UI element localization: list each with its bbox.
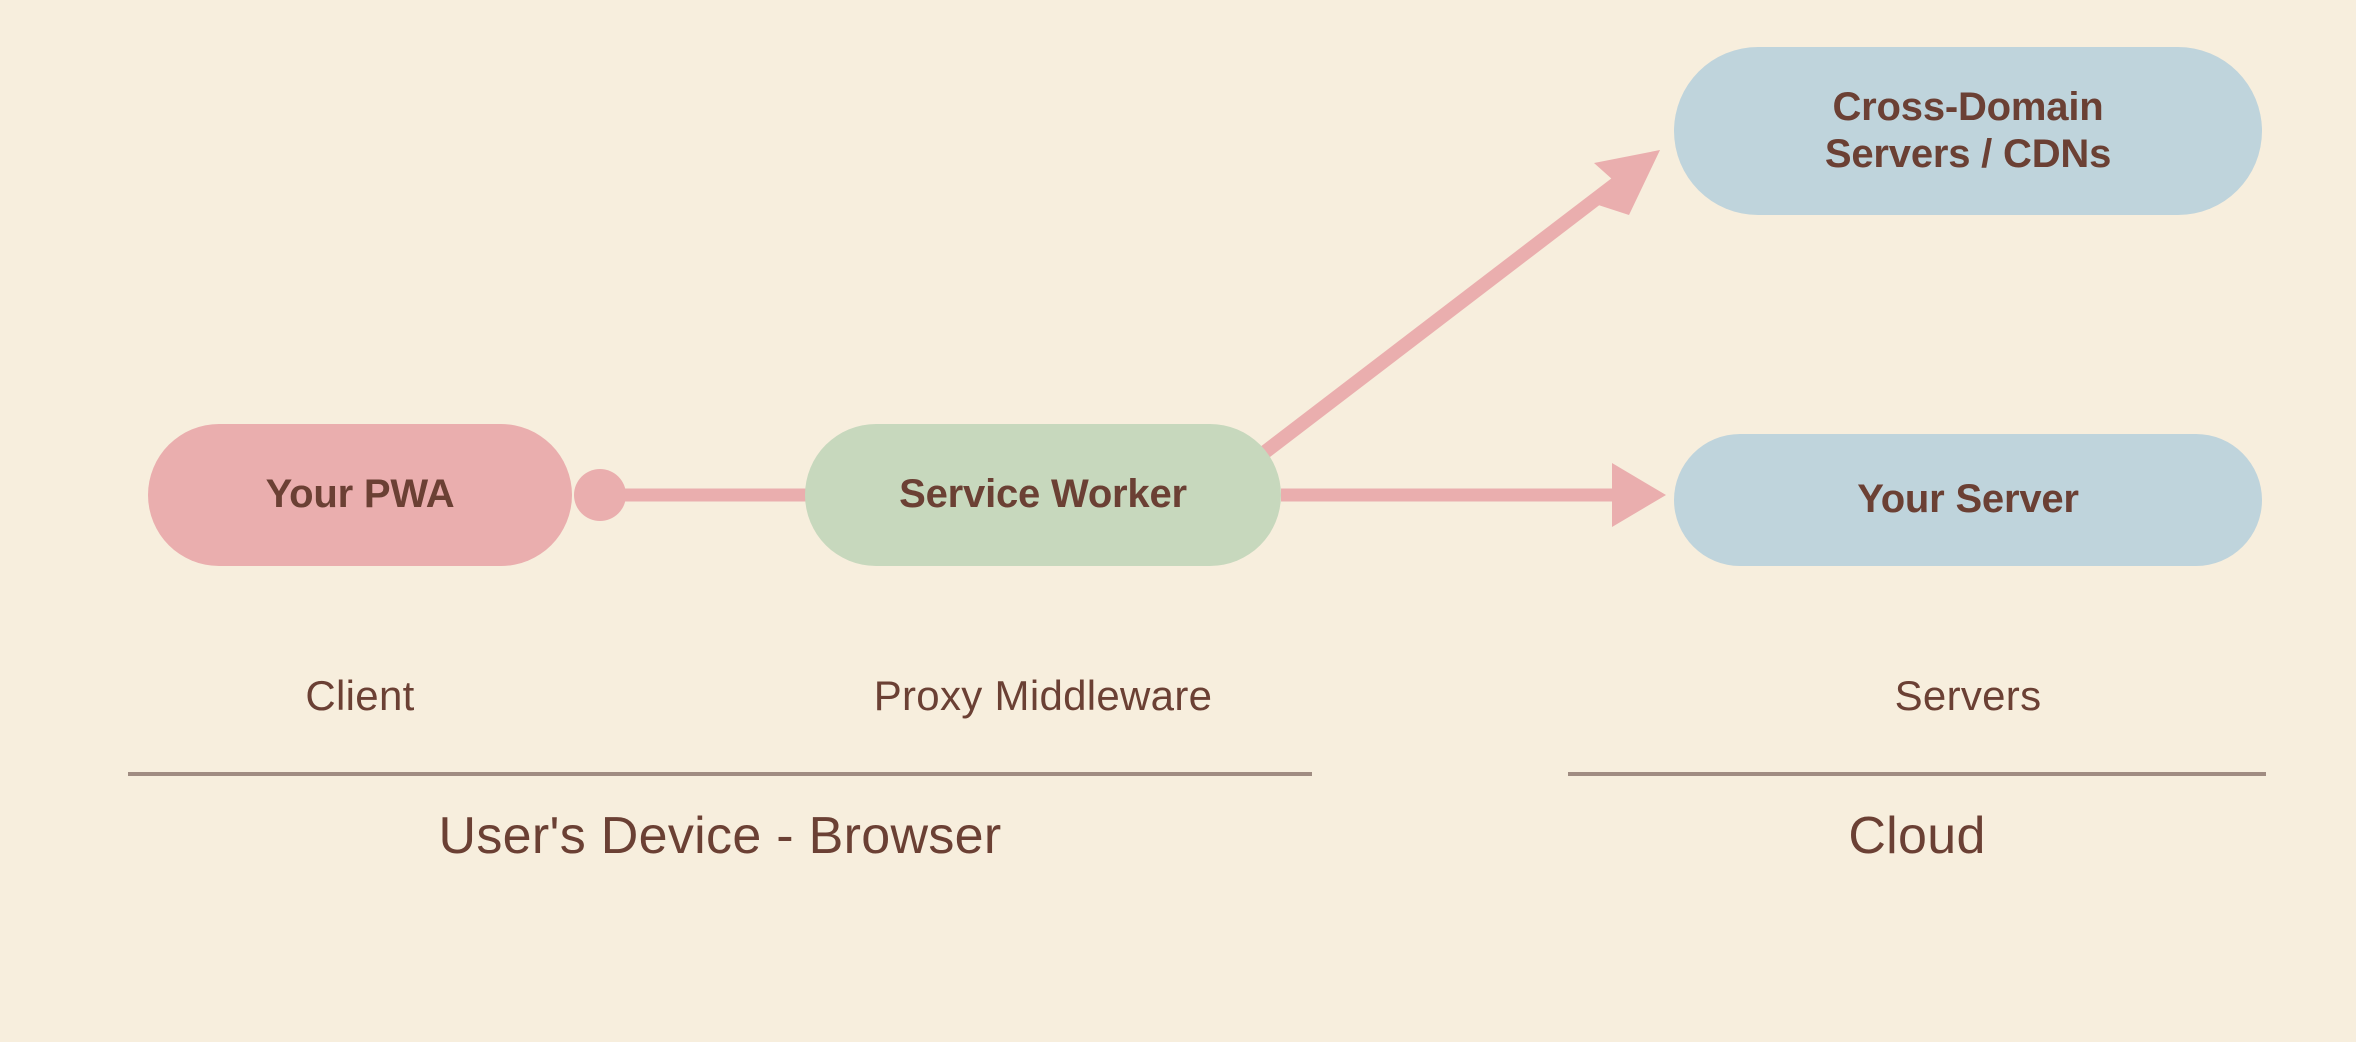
divider-device [128,772,1312,776]
divider-cloud [1568,772,2266,776]
node-service-worker[interactable]: Service Worker [805,424,1281,566]
node-cross-domain-label-line2: Servers / CDNs [1824,132,2112,176]
edge-service-worker-to-your-server [1281,463,1666,527]
node-cross-domain-label-line1: Cross-Domain [1832,84,2104,129]
zone-label-proxy-middleware: Proxy Middleware [873,672,1213,719]
node-service-worker-label: Service Worker [899,472,1187,517]
arrowhead-icon-cdn [1586,150,1660,215]
node-cross-domain-servers[interactable]: Cross-Domain Servers / CDNs [1674,47,2262,215]
zone-label-client: Client [305,672,415,719]
region-label-user-device: User's Device - Browser [438,807,1002,865]
node-your-pwa[interactable]: Your PWA [148,424,572,566]
edge-pwa-to-service-worker [574,469,812,521]
node-your-pwa-label: Your PWA [265,472,455,517]
node-your-server-label: Your Server [1857,477,2079,522]
edge-line-sw-cdn [1260,170,1631,458]
arrowhead-icon-server [1612,463,1666,527]
node-your-server[interactable]: Your Server [1674,434,2262,566]
node-cross-domain-text: Cross-Domain Servers / CDNs [1825,84,2111,178]
zone-label-servers: Servers [1894,672,2042,719]
region-label-cloud: Cloud [1848,807,1986,865]
edge-service-worker-to-cross-domain [1260,150,1660,458]
circle-marker-icon [574,469,626,521]
